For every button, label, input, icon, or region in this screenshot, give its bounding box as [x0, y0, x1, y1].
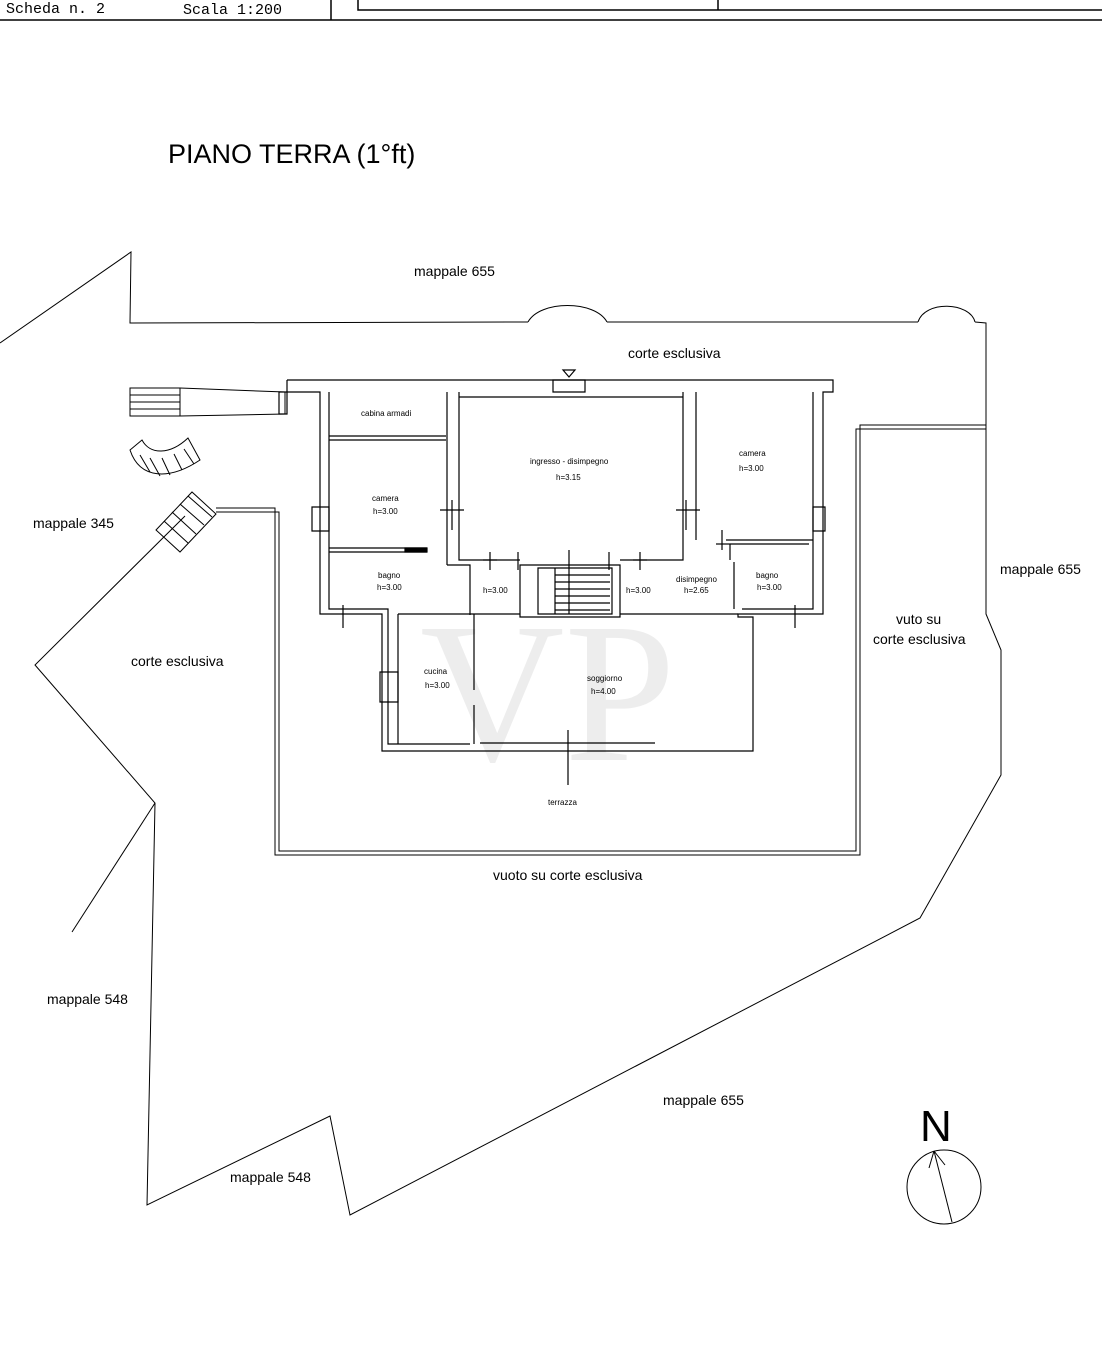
room-kitchen-height: h=3.00 — [425, 681, 450, 690]
court-north: corte esclusiva — [628, 345, 721, 361]
parcel-east: mappale 655 — [1000, 561, 1081, 577]
room-bedroom-east-height: h=3.00 — [739, 464, 764, 473]
room-kitchen: cucina — [424, 667, 448, 676]
scale-label: Scala 1:200 — [183, 2, 282, 19]
room-living-height: h=4.00 — [591, 687, 616, 696]
room-bedroom-east: camera — [739, 449, 766, 458]
room-entrance: ingresso - disimpegno — [530, 457, 609, 466]
parcel-north: mappale 655 — [414, 263, 495, 279]
parcel-west: mappale 345 — [33, 515, 114, 531]
north-label: N — [920, 1102, 952, 1151]
room-bedroom-west: camera — [372, 494, 399, 503]
room-wardrobe: cabina armadi — [361, 409, 411, 418]
site-boundary — [0, 252, 1001, 1215]
watermark-logo: VP — [420, 583, 676, 804]
header-bar — [0, 0, 1102, 20]
room-hall-east-height: h=2.65 — [684, 586, 709, 595]
parcel-south-west-b: mappale 548 — [230, 1169, 311, 1185]
exterior-stairs — [130, 388, 285, 552]
room-bath-west-height: h=3.00 — [377, 583, 402, 592]
terrace-boundary — [216, 425, 986, 855]
north-arrow-icon — [907, 1150, 981, 1224]
void-east-line2: corte esclusiva — [873, 631, 966, 647]
court-west: corte esclusiva — [131, 653, 224, 669]
parcel-south-west-a: mappale 548 — [47, 991, 128, 1007]
room-living: soggiorno — [587, 674, 623, 683]
floor-title: PIANO TERRA (1°ft) — [168, 139, 415, 169]
sheet-number: Scheda n. 2 — [6, 1, 105, 18]
room-bath-west: bagno — [378, 571, 401, 580]
site-labels: mappale 655 corte esclusiva mappale 345 … — [33, 263, 1081, 1185]
room-entrance-height: h=3.15 — [556, 473, 581, 482]
area-terrace: terrazza — [548, 798, 577, 807]
void-south: vuoto su corte esclusiva — [493, 867, 643, 883]
room-bath-east-height: h=3.00 — [757, 583, 782, 592]
void-east-line1: vuto su — [896, 611, 941, 627]
parcel-south-east: mappale 655 — [663, 1092, 744, 1108]
room-bedroom-west-height: h=3.00 — [373, 507, 398, 516]
building-walls — [279, 370, 833, 785]
room-bath-east: bagno — [756, 571, 779, 580]
room-hall-east: disimpegno — [676, 575, 717, 584]
room-labels: cabina armadi camera h=3.00 ingresso - d… — [361, 409, 782, 807]
room-hall-west-height: h=3.00 — [483, 586, 508, 595]
room-stair-height: h=3.00 — [626, 586, 651, 595]
